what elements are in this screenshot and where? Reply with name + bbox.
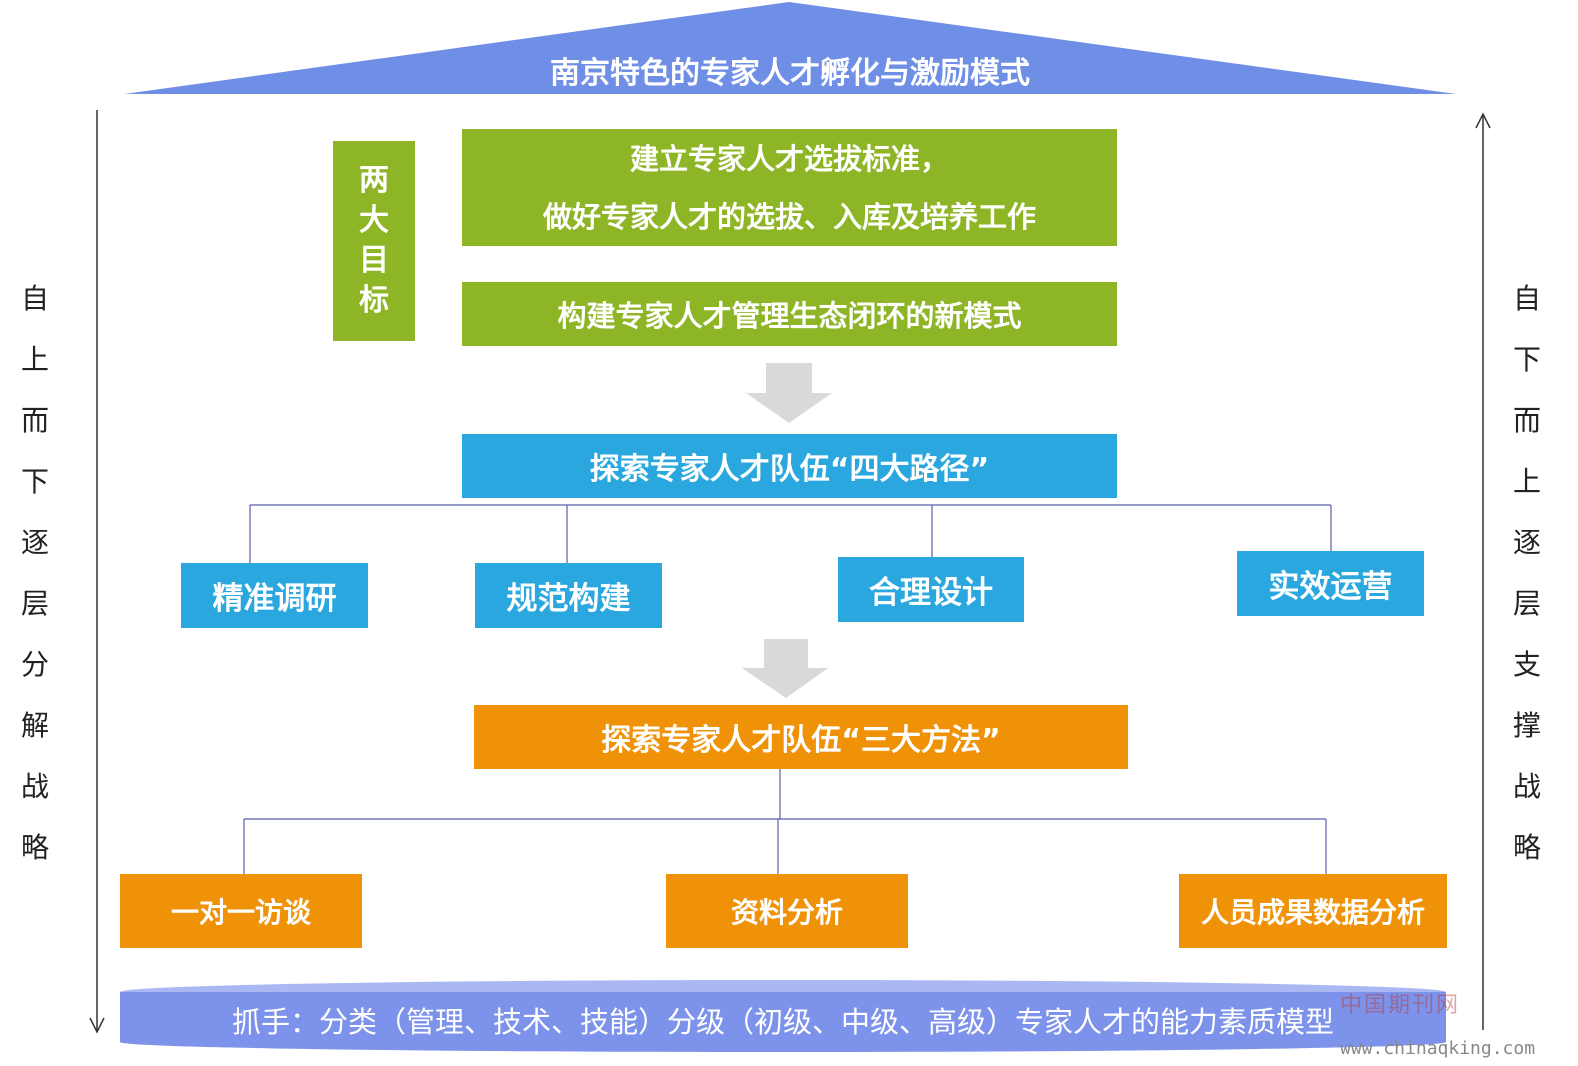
roof-triangle — [124, 2, 1456, 94]
methods-title-box: 探索专家人才队伍“三大方法” — [474, 705, 1128, 769]
left-side-char: 层 — [20, 587, 49, 620]
path-item-label: 精准调研 — [212, 581, 337, 617]
right-side-char: 逐 — [1512, 526, 1541, 559]
path-item: 实效运营 — [1237, 551, 1424, 616]
right-side-label: 自 下 而 上 逐 层 支 撑 战 略 — [1507, 268, 1547, 878]
method-item-label: 人员成果数据分析 — [1200, 896, 1425, 929]
left-down-arrowhead — [89, 1017, 105, 1034]
base-text: 抓手：分类（管理、技术、技能）分级（初级、中级、高级）专家人才的能力素质模型 — [231, 1005, 1334, 1039]
left-side-char: 逐 — [20, 526, 49, 559]
goals-label-char: 目 — [359, 243, 389, 278]
goal-2-box: 构建专家人才管理生态闭环的新模式 — [462, 282, 1117, 346]
path-item: 精准调研 — [181, 563, 368, 628]
path-item-label: 实效运营 — [1268, 569, 1393, 605]
watermark-cn: 中国期刊网 — [1340, 993, 1461, 1018]
path-item-label: 规范构建 — [506, 581, 631, 617]
left-side-char: 略 — [20, 831, 49, 864]
right-side-char: 上 — [1512, 465, 1541, 498]
right-side-char: 下 — [1512, 343, 1541, 376]
down-arrow-2 — [742, 639, 828, 698]
right-side-char: 战 — [1512, 770, 1541, 803]
right-side-char: 撑 — [1512, 709, 1541, 742]
left-side-char: 分 — [20, 648, 49, 681]
left-side-char: 下 — [20, 465, 49, 498]
goals-label-char: 两 — [359, 163, 389, 198]
right-side-char: 层 — [1512, 587, 1541, 620]
goals-label-char: 标 — [359, 283, 389, 318]
methods-connectors — [243, 769, 1327, 874]
goal-2-text: 构建专家人才管理生态闭环的新模式 — [557, 299, 1022, 333]
roof-title: 南京特色的专家人才孵化与激励模式 — [550, 56, 1030, 91]
method-item-label: 一对一访谈 — [170, 896, 311, 929]
left-side-char: 而 — [20, 404, 49, 437]
left-side-char: 战 — [20, 770, 49, 803]
left-side-char: 解 — [20, 709, 49, 742]
path-item: 规范构建 — [475, 563, 662, 628]
right-up-arrowhead — [1475, 112, 1491, 129]
base-ellipse-bottom — [120, 1032, 1446, 1052]
method-item: 一对一访谈 — [120, 874, 362, 948]
left-side-char: 自 — [20, 282, 49, 315]
goals-label: 两 大 目 标 — [333, 141, 415, 341]
goals-label-char: 大 — [359, 203, 389, 238]
right-side-char: 略 — [1512, 831, 1541, 864]
path-item: 合理设计 — [838, 557, 1024, 622]
method-item-label: 资料分析 — [730, 896, 843, 929]
paths-title-box: 探索专家人才队伍“四大路径” — [462, 434, 1117, 498]
method-item: 资料分析 — [666, 874, 908, 948]
goal-1-line-2: 做好专家人才的选拔、入库及培养工作 — [542, 199, 1036, 234]
down-arrow-1 — [746, 363, 832, 423]
right-side-char: 自 — [1512, 282, 1541, 315]
right-side-char: 而 — [1512, 404, 1541, 437]
left-side-label: 自 上 而 下 逐 层 分 解 战 略 — [15, 268, 55, 878]
method-item: 人员成果数据分析 — [1179, 874, 1447, 948]
goal-1-box: 建立专家人才选拔标准， 做好专家人才的选拔、入库及培养工作 — [462, 129, 1117, 246]
right-side-char: 支 — [1512, 648, 1541, 681]
paths-connectors — [249, 504, 1332, 563]
paths-title: 探索专家人才队伍“四大路径” — [589, 452, 990, 487]
left-side-char: 上 — [20, 343, 49, 376]
watermark-url: www.chinaqking.com — [1340, 1038, 1536, 1059]
goal-1-line-1: 建立专家人才选拔标准， — [629, 141, 949, 176]
path-item-label: 合理设计 — [869, 575, 993, 611]
methods-title: 探索专家人才队伍“三大方法” — [601, 723, 1001, 758]
